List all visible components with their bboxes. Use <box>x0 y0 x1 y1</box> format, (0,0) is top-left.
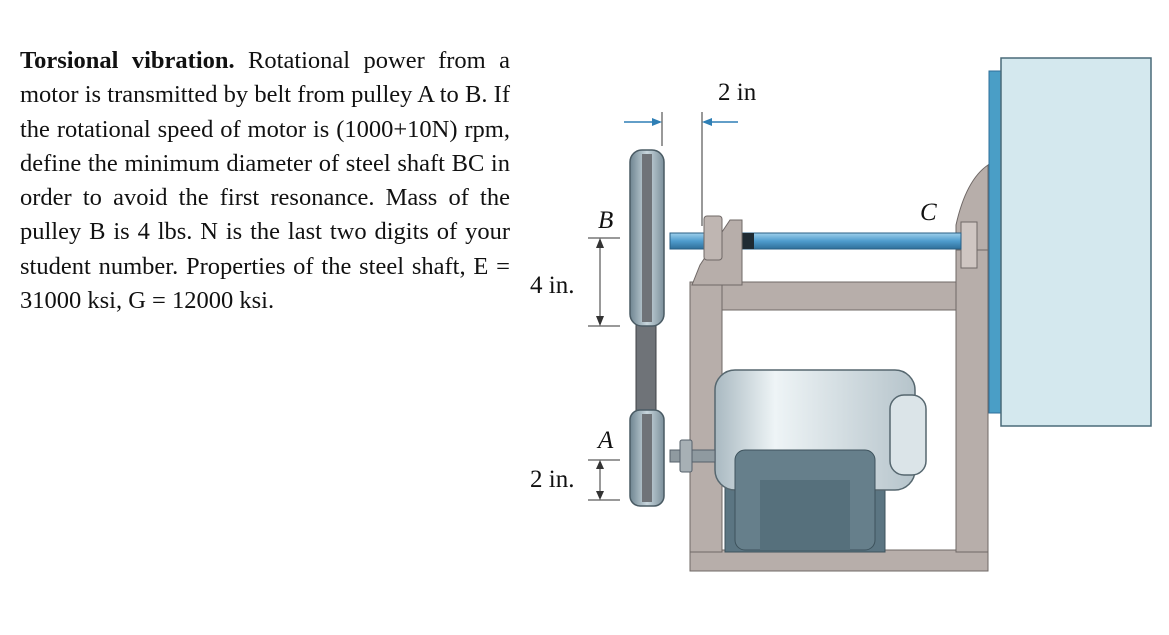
dim-top-arrow-left <box>652 118 662 126</box>
dim-b-arrow-bottom <box>596 316 604 326</box>
housing-edge-strip <box>988 70 1002 414</box>
motor-feet-highlight <box>760 480 850 550</box>
housing-box-face <box>1000 57 1152 427</box>
motor-shaft-collar <box>679 439 693 473</box>
label-point-c: C <box>920 199 937 226</box>
frame-base <box>689 549 989 572</box>
dim-a-arrow-top <box>596 460 604 469</box>
frame-right-post <box>955 244 989 553</box>
housing-figure <box>988 57 1152 427</box>
pulley-shaft-diagram: B A C 4 in. 2 in. 2 in <box>530 72 1000 572</box>
problem-statement: Torsional vibration. Rotational power fr… <box>20 44 510 318</box>
dim-top-arrow-right <box>702 118 712 126</box>
bearing-c <box>960 221 978 269</box>
motor-end-cap <box>889 394 927 476</box>
pulley-b-groove <box>642 154 652 322</box>
label-dim-a: 2 in. <box>530 466 574 493</box>
label-pulley-b: B <box>598 207 613 234</box>
frame-left-post <box>689 281 723 553</box>
frame-crossbar <box>721 281 957 311</box>
label-pulley-a: A <box>596 427 614 454</box>
dim-b-arrow-top <box>596 238 604 248</box>
shaft-bearing <box>703 215 723 261</box>
pulley-a-groove <box>642 414 652 502</box>
problem-body: Rotational power from a motor is transmi… <box>20 47 510 315</box>
label-dim-b: 4 in. <box>530 272 574 299</box>
problem-title: Torsional vibration. <box>20 47 235 74</box>
label-dim-top: 2 in <box>718 79 757 106</box>
dim-a-arrow-bottom <box>596 491 604 500</box>
